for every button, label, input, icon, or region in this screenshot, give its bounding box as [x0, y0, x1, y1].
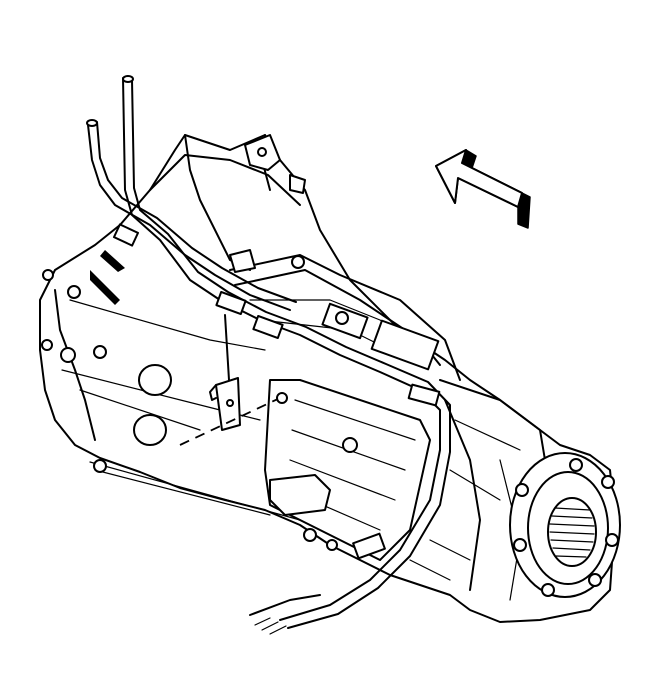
extension-housing [409, 379, 546, 601]
cooler-lines [86, 75, 451, 635]
output-flange-icon [509, 452, 621, 598]
top-brackets [229, 134, 306, 273]
transmission-case [229, 254, 461, 561]
direction-arrow-icon [435, 149, 531, 229]
bell-housing [39, 134, 616, 623]
bracket-bolt-icon [179, 314, 288, 446]
